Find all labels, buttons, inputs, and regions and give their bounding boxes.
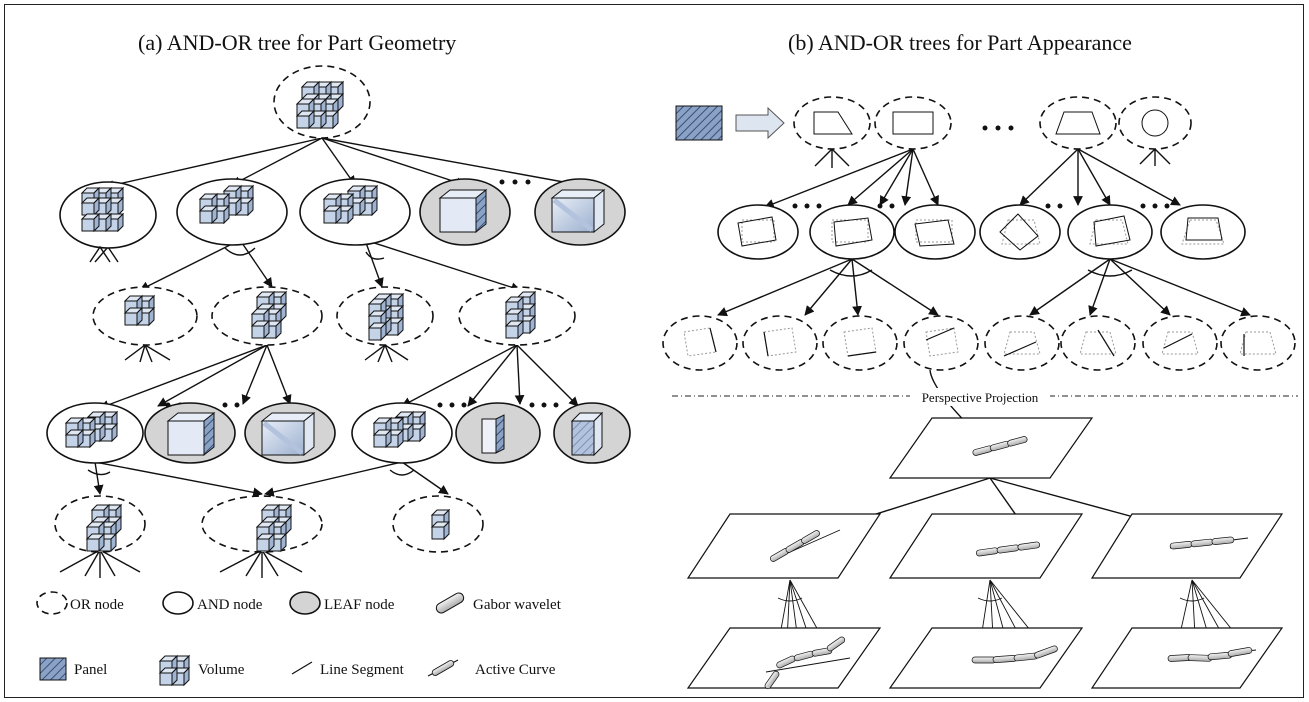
panel-icon xyxy=(39,657,67,681)
legend-or-node: OR node xyxy=(70,597,124,613)
transform-arrow-icon xyxy=(735,106,785,140)
legend-row-2: Panel Volume Line Segment Active Curve xyxy=(39,656,556,685)
edges-shape-level1 xyxy=(764,148,1181,209)
legend-leaf-node: LEAF node xyxy=(324,597,395,613)
shape-or-node-3 xyxy=(1039,96,1117,150)
perspective-projection-label: Perspective Projection xyxy=(922,390,1039,405)
segment-or-node-8 xyxy=(1220,315,1296,371)
root-or-node xyxy=(273,65,371,139)
or-node-icon xyxy=(36,591,68,615)
legend-and-node: AND node xyxy=(197,597,263,613)
edges-shape-level2 xyxy=(717,258,1251,317)
level2-or-node-1 xyxy=(92,286,198,346)
wavelet-plane-1 xyxy=(686,627,882,690)
segment-or-node-7 xyxy=(1142,315,1218,371)
level2-or-node-2 xyxy=(211,286,323,346)
legend-active-curve: Active Curve xyxy=(475,662,556,678)
level4-or-node-1 xyxy=(54,495,146,553)
wavelet-plane-3 xyxy=(1090,627,1284,689)
level4-or-node-3 xyxy=(392,495,484,553)
level1-leaf-node-1 xyxy=(419,178,511,246)
shape-and-node-5 xyxy=(1067,204,1153,260)
level3-leaf-node-2 xyxy=(244,402,336,464)
leaf-node-icon xyxy=(289,591,321,615)
level3-and-node-2 xyxy=(351,402,453,464)
level1-and-node-1 xyxy=(59,181,157,249)
curve-plane-2 xyxy=(888,513,1084,579)
level3-leaf-node-4 xyxy=(553,402,631,464)
shape-and-node-3 xyxy=(894,204,976,260)
segment-or-node-4 xyxy=(903,315,979,371)
edges-level1 xyxy=(94,239,521,292)
level4-or-node-2 xyxy=(201,495,323,553)
and-node-icon xyxy=(162,591,194,615)
shape-and-node-6 xyxy=(1160,204,1246,260)
wavelet-plane-2 xyxy=(888,627,1084,689)
legend-line-segment: Line Segment xyxy=(320,662,405,678)
part-geometry-tree: OR node AND node LEAF node Gabor wavelet… xyxy=(36,65,631,685)
active-curve-icon xyxy=(427,659,459,677)
input-panel-icon xyxy=(675,105,723,141)
part-appearance-trees: Perspective Projection xyxy=(662,96,1298,690)
shape-or-node-1 xyxy=(793,96,871,168)
legend-volume: Volume xyxy=(198,662,245,678)
edges-root xyxy=(104,137,581,190)
volume-icon xyxy=(160,656,189,685)
level1-and-node-3 xyxy=(299,178,411,246)
projected-plane xyxy=(888,417,1094,479)
segment-or-node-2 xyxy=(742,315,818,371)
shape-or-node-2 xyxy=(874,96,952,150)
curve-plane-1 xyxy=(686,513,882,579)
level1-and-node-2 xyxy=(176,178,288,246)
level3-and-node-1 xyxy=(46,402,144,464)
level3-leaf-node-3 xyxy=(455,402,541,464)
right-title: (b) AND-OR trees for Part Appearance xyxy=(788,30,1132,55)
segment-or-node-5 xyxy=(984,315,1060,371)
level3-leaf-node-1 xyxy=(144,402,236,464)
level1-leaf-node-2 xyxy=(534,178,626,246)
shape-and-node-4 xyxy=(979,204,1061,260)
figure-frame xyxy=(4,4,1304,698)
segment-or-node-1 xyxy=(662,315,738,371)
line-segment-icon xyxy=(291,661,313,675)
shape-and-node-1 xyxy=(717,204,799,260)
segment-or-node-3 xyxy=(822,315,898,371)
edges-level3 xyxy=(59,461,449,578)
gabor-wavelet-icon xyxy=(435,592,465,614)
legend-row-1: OR node AND node LEAF node Gabor wavelet xyxy=(36,591,562,615)
level2-or-node-4 xyxy=(458,286,576,346)
shape-or-node-4 xyxy=(1118,96,1192,166)
level2-or-node-3 xyxy=(336,286,434,346)
legend-panel: Panel xyxy=(74,662,107,678)
left-title: (a) AND-OR tree for Part Geometry xyxy=(138,30,457,55)
edges-level2 xyxy=(99,344,579,410)
shape-and-node-2 xyxy=(809,204,895,260)
curve-plane-3 xyxy=(1090,513,1284,579)
legend-gabor: Gabor wavelet xyxy=(473,597,562,613)
segment-or-node-6 xyxy=(1060,315,1136,371)
